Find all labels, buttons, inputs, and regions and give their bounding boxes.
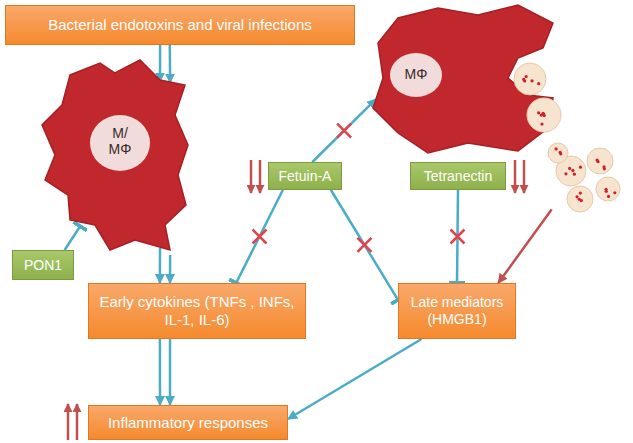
particle-dot	[607, 195, 610, 198]
particle-dot	[564, 172, 567, 175]
arrow-connector	[169, 45, 172, 83]
blocked-cross	[357, 238, 371, 252]
decrease-arrows	[251, 160, 524, 193]
macrophage-body	[373, 5, 553, 153]
box-label: Early cytokines (TNFs , INFs, IL-1, IL-6…	[95, 293, 299, 329]
particle-dot	[543, 114, 546, 117]
box-label: Fetuin-A	[279, 168, 332, 185]
cell-shape	[368, 3, 623, 218]
particle-dot	[613, 191, 616, 194]
cell-nucleus	[90, 115, 150, 171]
cell-shape	[40, 55, 190, 260]
arrow-connector	[159, 248, 162, 283]
arrow-connector	[498, 209, 551, 283]
arrow-connector	[159, 339, 162, 405]
particle-dot	[573, 173, 576, 176]
cell-label: MΦ	[396, 66, 436, 82]
process-box: Late mediators (HMGB1)	[398, 283, 516, 339]
particle-dot	[579, 191, 582, 194]
particle-dot	[596, 159, 599, 162]
cell-nucleus	[390, 53, 442, 97]
box-label: Late mediators (HMGB1)	[405, 294, 509, 328]
monocyte-cell: M/ MΦ	[40, 55, 190, 260]
arrow-connector	[288, 339, 422, 419]
box-label: PON1	[24, 257, 62, 274]
blocked-cross	[253, 230, 267, 244]
particle-dot	[578, 198, 581, 201]
particle-dot	[571, 169, 574, 172]
box-label: Tetranectin	[424, 168, 492, 185]
increase-arrows	[68, 404, 77, 440]
particle	[587, 148, 613, 174]
macrophage-cell: MΦ	[368, 3, 623, 218]
particle-dot	[537, 111, 540, 114]
particle-dot	[579, 166, 582, 169]
arrow-connector	[169, 255, 172, 283]
box-label: Bacterial endotoxins and viral infection…	[48, 16, 311, 34]
particle-dot	[540, 122, 543, 125]
particle-dot	[602, 165, 605, 168]
arrow-connector	[312, 99, 376, 162]
decrease-arrow	[259, 160, 262, 193]
stimulus-box: Bacterial endotoxins and viral infection…	[5, 5, 355, 45]
particle-dot	[604, 188, 607, 191]
outcome-box: Inflammatory responses	[88, 405, 288, 440]
particle-dot	[575, 195, 578, 198]
inhibition-connector	[331, 190, 398, 300]
inhibition-connector	[65, 226, 80, 250]
particle-dot	[559, 151, 562, 154]
blocked-cross	[337, 124, 351, 138]
blocked-cross	[451, 230, 465, 244]
inhibition-connector	[236, 190, 283, 283]
box-label: Inflammatory responses	[108, 414, 268, 432]
particle	[567, 186, 593, 212]
protein-box: PON1	[12, 250, 74, 280]
particle	[548, 143, 568, 163]
particle-dot	[537, 82, 540, 85]
decrease-arrow	[523, 160, 526, 193]
arrow-connector	[159, 45, 162, 82]
arrow-connector	[169, 339, 172, 405]
protein-box: Tetranectin	[410, 162, 506, 190]
particle-dot	[523, 79, 526, 82]
increase-arrow	[67, 404, 70, 440]
decrease-arrow	[250, 160, 253, 193]
monocyte-body	[42, 60, 188, 250]
particle-dot	[525, 75, 528, 78]
particle	[527, 98, 561, 132]
particle	[514, 63, 546, 95]
cell-label: M/ MΦ	[103, 125, 137, 157]
increase-arrow	[76, 404, 79, 440]
particle-dot	[554, 147, 557, 150]
protein-box: Fetuin-A	[268, 162, 342, 190]
process-box: Early cytokines (TNFs , INFs, IL-1, IL-6…	[88, 283, 306, 339]
particle-dot	[530, 79, 533, 82]
decrease-arrow	[514, 160, 517, 193]
particle-dot	[568, 167, 571, 170]
particle	[596, 177, 620, 201]
